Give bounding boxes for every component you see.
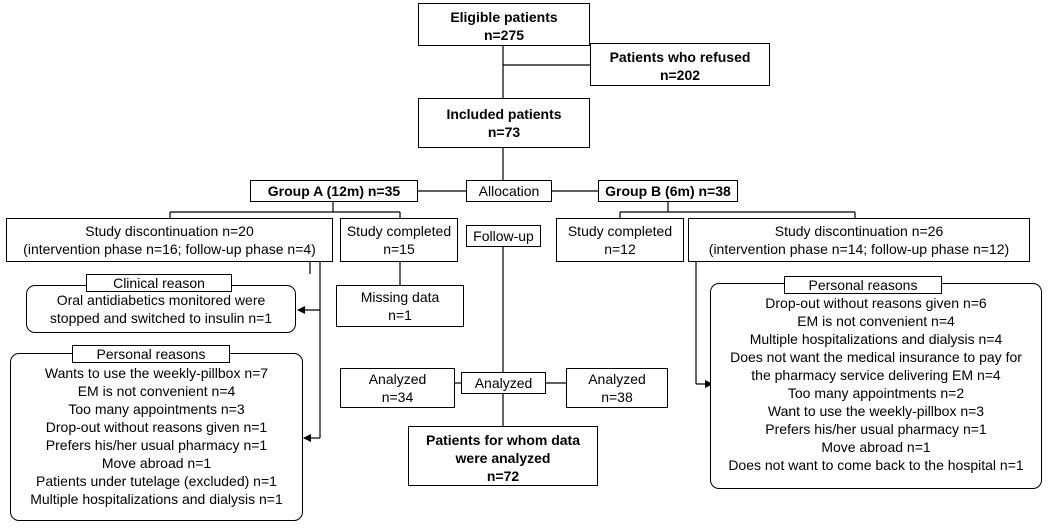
refused-count: n=202 — [659, 67, 701, 83]
analyzed-a-box: Analyzed n=34 — [340, 368, 455, 408]
group-a-personal-reasons-title: Personal reasons — [72, 345, 230, 363]
group-a-personal-reasons-box: Wants to use the weekly-pillbox n=7 EM i… — [10, 353, 303, 521]
allocation-box: Allocation — [466, 180, 552, 202]
analyzed-b-count: n=38 — [601, 389, 633, 405]
group-a-discontinuation-box: Study discontinuation n=20 (intervention… — [6, 218, 333, 262]
group-a-completed-title: Study completed — [346, 223, 452, 239]
group-a-completed-box: Study completed n=15 — [340, 218, 458, 262]
analyzed-a-title: Analyzed — [368, 371, 427, 387]
group-b-discontinuation-box: Study discontinuation n=26 (intervention… — [688, 218, 1030, 262]
group-a-label: Group A (12m) n=35 — [267, 183, 401, 199]
group-b-label: Group B (6m) n=38 — [605, 183, 731, 199]
group-b-personal-reasons-box: Drop-out without reasons given n=6 EM is… — [710, 283, 1042, 489]
eligible-count: n=275 — [483, 27, 525, 43]
group-a-box: Group A (12m) n=35 — [250, 180, 418, 202]
group-b-reason: Move abroad n=1 — [821, 439, 931, 455]
group-b-reason: Too many appointments n=2 — [787, 385, 965, 401]
group-b-reason: Does not want to come back to the hospit… — [728, 457, 1024, 473]
eligible-title: Eligible patients — [450, 9, 558, 25]
refused-title: Patients who refused — [609, 49, 751, 65]
clinical-reason-box: Oral antidiabetics monitored were stoppe… — [26, 285, 296, 333]
group-b-personal-reasons-title: Personal reasons — [784, 276, 942, 294]
missing-data-count: n=1 — [388, 307, 412, 323]
clinical-reason-title: Clinical reason — [86, 274, 232, 292]
follow-up-label: Follow-up — [473, 228, 534, 244]
group-b-reason: Prefers his/her usual pharmacy n=1 — [765, 421, 987, 437]
group-b-reason: Does not want the medical insurance to p… — [730, 349, 1022, 365]
analyzed-b-title: Analyzed — [588, 371, 646, 387]
analyzed-a-count: n=34 — [381, 389, 414, 405]
group-b-discontinuation-detail: (intervention phase n=14; follow-up phas… — [708, 241, 1010, 257]
group-b-completed-box: Study completed n=12 — [556, 218, 684, 262]
final-analyzed-line-1: Patients for whom data — [425, 432, 581, 448]
missing-data-title: Missing data — [360, 289, 440, 305]
group-a-reason: Wants to use the weekly-pillbox n=7 — [44, 365, 269, 381]
group-b-completed-count: n=12 — [604, 241, 636, 257]
follow-up-box: Follow-up — [466, 225, 541, 247]
final-analyzed-box: Patients for whom data were analyzed n=7… — [408, 426, 598, 486]
analyzed-center-box: Analyzed — [461, 372, 546, 394]
included-patients-box: Included patients n=73 — [418, 98, 590, 148]
clinical-reason-line-2: stopped and switched to insulin n=1 — [49, 310, 273, 326]
final-analyzed-count: n=72 — [486, 468, 520, 484]
group-b-reason: EM is not convenient n=4 — [797, 313, 955, 329]
included-title: Included patients — [446, 106, 562, 122]
refused-patients-box: Patients who refused n=202 — [590, 43, 770, 86]
included-count: n=73 — [487, 124, 521, 140]
allocation-label: Allocation — [478, 183, 540, 199]
group-a-reason: Multiple hospitalizations and dialysis n… — [30, 491, 283, 507]
group-a-reason: Drop-out without reasons given n=1 — [45, 419, 268, 435]
group-b-discontinuation-title: Study discontinuation n=26 — [774, 223, 944, 239]
group-b-box: Group B (6m) n=38 — [598, 180, 738, 202]
group-b-completed-title: Study completed — [567, 223, 673, 239]
group-b-reason: Multiple hospitalizations and dialysis n… — [749, 331, 1003, 347]
group-b-reason: Want to use the weekly-pillbox n=3 — [767, 403, 985, 419]
clinical-reason-line-1: Oral antidiabetics monitored were — [56, 292, 266, 308]
final-analyzed-line-2: were analyzed — [455, 450, 551, 466]
eligible-patients-box: Eligible patients n=275 — [418, 3, 590, 46]
group-a-completed-count: n=15 — [383, 241, 415, 257]
group-b-reason: Drop-out without reasons given n=6 — [765, 295, 987, 311]
group-a-discontinuation-detail: (intervention phase n=16; follow-up phas… — [23, 241, 316, 257]
group-a-reason: Patients under tutelage (excluded) n=1 — [36, 473, 277, 489]
group-a-discontinuation-title: Study discontinuation n=20 — [85, 223, 254, 239]
analyzed-center-label: Analyzed — [474, 375, 533, 391]
group-a-reason: Prefers his/her usual pharmacy n=1 — [45, 437, 268, 453]
group-b-reason: the pharmacy service delivering EM n=4 — [751, 367, 1001, 383]
analyzed-b-box: Analyzed n=38 — [566, 368, 668, 408]
group-a-reason: EM is not convenient n=4 — [77, 383, 236, 399]
group-a-reason: Move abroad n=1 — [101, 455, 212, 471]
missing-data-box: Missing data n=1 — [336, 285, 464, 327]
group-a-reason: Too many appointments n=3 — [68, 401, 245, 417]
